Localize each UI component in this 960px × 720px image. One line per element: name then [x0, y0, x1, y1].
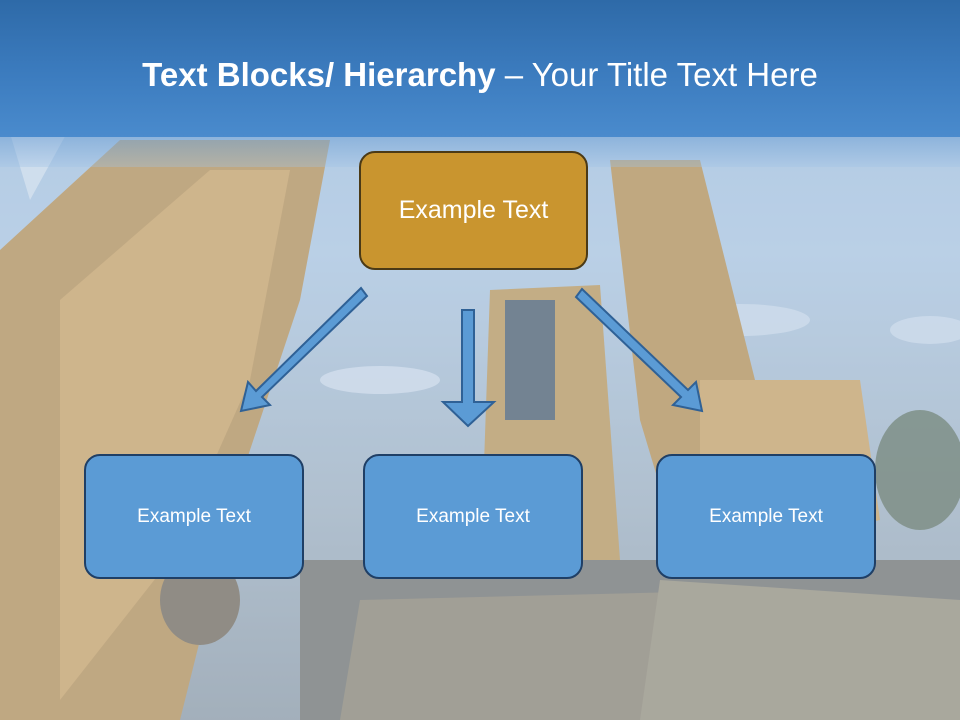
arrow-center	[440, 309, 497, 428]
child-text-block-3: Example Text	[656, 454, 876, 579]
top-text-block: Example Text	[359, 151, 588, 270]
child-text-block-1: Example Text	[84, 454, 304, 579]
child-text-block-2: Example Text	[363, 454, 583, 579]
title-rest-part: Your Title Text Here	[531, 56, 818, 93]
slide-title: Text Blocks/ Hierarchy – Your Title Text…	[0, 52, 960, 98]
arrow-left	[239, 286, 369, 413]
title-bold-part: Text Blocks/ Hierarchy	[142, 56, 496, 93]
title-bar	[0, 0, 960, 137]
arrow-right	[574, 287, 704, 413]
title-dash: –	[504, 56, 524, 93]
